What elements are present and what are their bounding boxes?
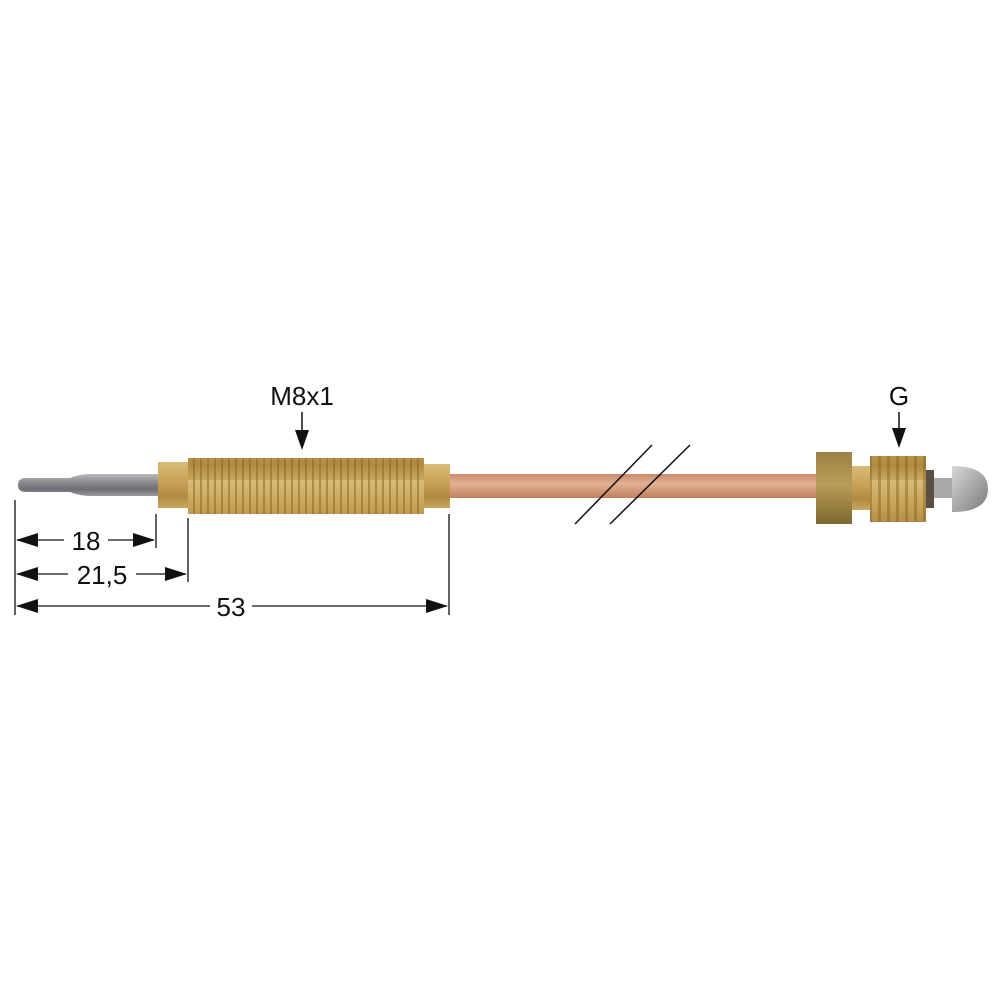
front-collar xyxy=(158,462,188,508)
arrow-left-icon xyxy=(16,533,38,547)
dimension-label: 53 xyxy=(217,592,246,622)
arrow-right-icon xyxy=(133,533,155,547)
dimension-18: 18 xyxy=(16,526,155,556)
ball-end xyxy=(952,466,988,512)
m8-thread xyxy=(188,458,424,514)
dimension-label: 21,5 xyxy=(77,560,128,590)
dimension-21-5: 21,5 xyxy=(16,560,187,590)
connector xyxy=(816,452,988,524)
arrow-right-icon xyxy=(426,599,448,613)
threaded-body xyxy=(158,458,450,514)
thread-spec-label: M8x1 xyxy=(270,381,334,411)
arrow-down-icon xyxy=(295,430,309,450)
dimension-label: 18 xyxy=(72,526,101,556)
rear-collar xyxy=(424,464,450,508)
arrow-right-icon xyxy=(165,567,187,581)
copper-tube xyxy=(450,474,818,498)
connector-thread-label: G xyxy=(889,381,909,411)
hex-nut xyxy=(816,452,852,524)
dimension-53: 53 xyxy=(16,592,448,622)
probe-tip xyxy=(18,474,160,496)
connector-thread-callout: G xyxy=(889,381,909,448)
thread-spec-callout: M8x1 xyxy=(270,381,334,450)
g-thread xyxy=(870,456,926,522)
arrow-left-icon xyxy=(16,567,38,581)
extension-lines xyxy=(14,500,450,615)
break-marks xyxy=(574,444,691,525)
arrow-down-icon xyxy=(892,428,906,448)
arrow-left-icon xyxy=(16,599,38,613)
